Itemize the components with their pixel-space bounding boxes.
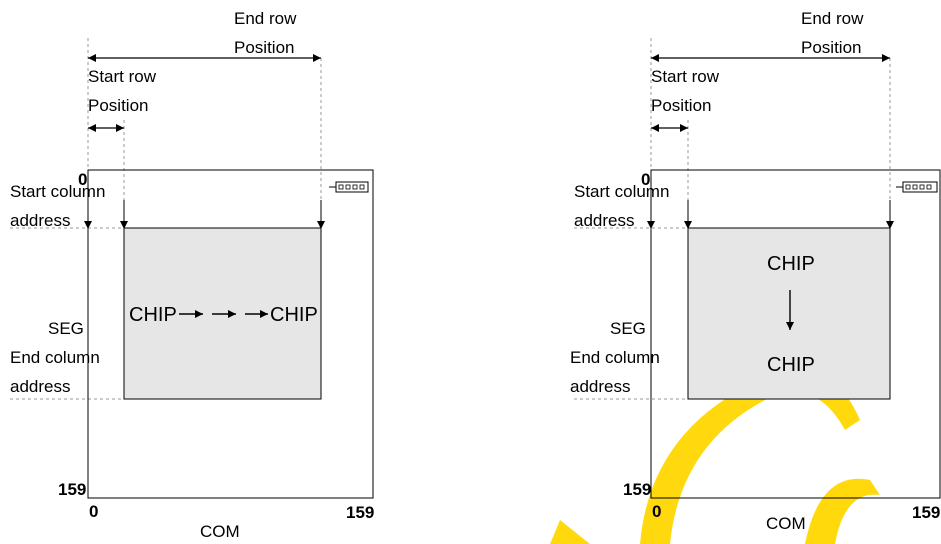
end-row-label-line2: Position bbox=[234, 38, 294, 57]
start-col-label-line2: address bbox=[574, 211, 634, 230]
row-origin-label: 0 bbox=[641, 170, 650, 189]
com-label: COM bbox=[766, 514, 806, 533]
end-row-label-line1: End row bbox=[801, 9, 864, 28]
chip-pin-icon bbox=[329, 181, 369, 193]
end-col-label-line1: End column bbox=[570, 348, 660, 367]
start-row-label-line2: Position bbox=[651, 96, 711, 115]
panel-vertical: End row Position Start row Position Star… bbox=[570, 9, 941, 533]
end-row-label-line2: Position bbox=[801, 38, 861, 57]
col-origin-label: 0 bbox=[652, 502, 661, 521]
chip-pin-icon bbox=[896, 181, 938, 193]
memory-frame-right bbox=[650, 169, 941, 499]
chip-start-label: CHIP bbox=[129, 304, 177, 326]
start-col-label-line1: Start column bbox=[574, 182, 669, 201]
seg-label: SEG bbox=[48, 319, 84, 338]
end-col-label-line2: address bbox=[10, 377, 70, 396]
start-col-label-line2: address bbox=[10, 211, 70, 230]
col-origin-label: 0 bbox=[89, 502, 98, 521]
col-max-label: 159 bbox=[346, 503, 374, 522]
row-max-label: 159 bbox=[58, 480, 86, 499]
panel-horizontal: End row Position Start row Position Star… bbox=[10, 9, 374, 541]
end-row-label-line1: End row bbox=[234, 9, 297, 28]
com-label: COM bbox=[200, 522, 240, 541]
end-col-label-line2: address bbox=[570, 377, 630, 396]
row-origin-label: 0 bbox=[78, 170, 87, 189]
end-col-label-line1: End column bbox=[10, 348, 100, 367]
start-col-label-line1: Start column bbox=[10, 182, 105, 201]
chip-start-label: CHIP bbox=[767, 253, 815, 275]
seg-label: SEG bbox=[610, 319, 646, 338]
window-region-right bbox=[687, 227, 891, 400]
chip-end-label: CHIP bbox=[767, 354, 815, 376]
start-row-label-line2: Position bbox=[88, 96, 148, 115]
col-max-label: 159 bbox=[912, 503, 940, 522]
row-max-label: 159 bbox=[623, 480, 651, 499]
chip-end-label: CHIP bbox=[270, 304, 318, 326]
memory-frame-left bbox=[87, 169, 374, 499]
start-row-label-line1: Start row bbox=[651, 67, 720, 86]
start-row-label-line1: Start row bbox=[88, 67, 157, 86]
